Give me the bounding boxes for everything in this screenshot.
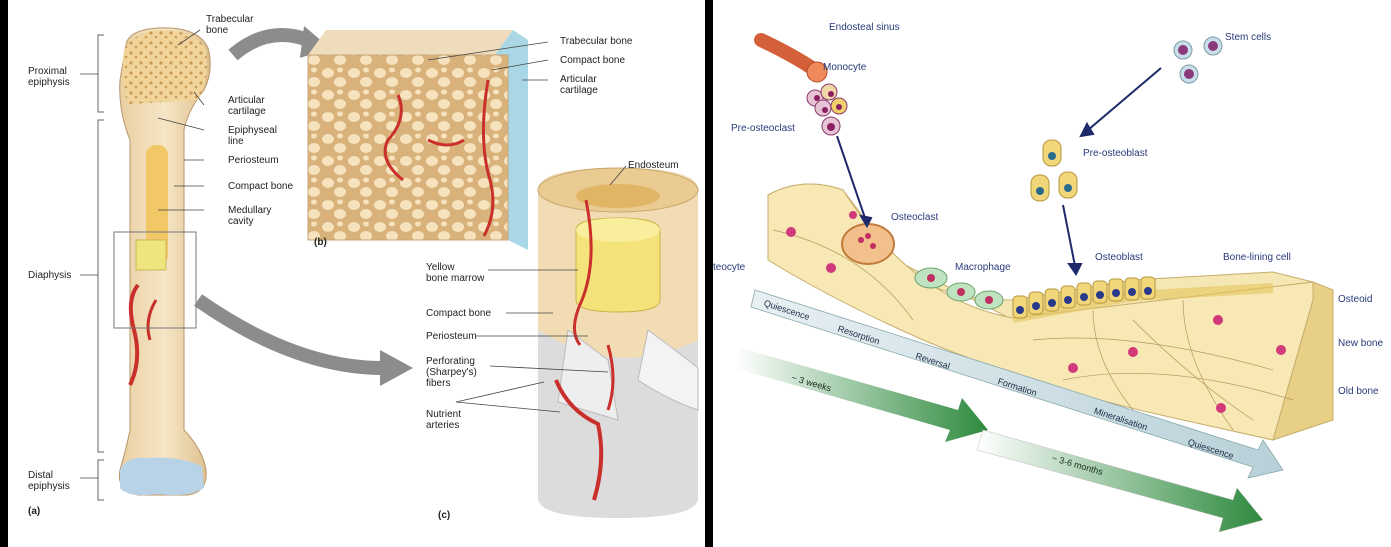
distal-bracket (98, 460, 104, 500)
label-trabecular-bone: Trabecular bone (206, 14, 253, 36)
label-compact-bone-b: Compact bone (560, 55, 625, 66)
label-periosteum-c: Periosteum (426, 331, 477, 342)
label-proximal-epiphysis: Proximal epiphysis (28, 66, 70, 88)
label-endosteal-sinus: Endosteal sinus (829, 22, 900, 33)
bone-remodeling-panel: Endosteal sinus Monocyte Pre-osteoclast … (713, 0, 1391, 547)
label-pre-osteoclast: Pre-osteoclast (731, 123, 795, 134)
marrow-cutout (136, 240, 166, 270)
arrow-to-b (233, 35, 308, 55)
label-bone-lining-cell: Bone-lining cell (1223, 252, 1291, 263)
label-monocyte: Monocyte (823, 62, 866, 73)
label-compact-bone: Compact bone (228, 181, 293, 192)
articular-cartilage-distal (120, 458, 204, 495)
label-macrophage: Macrophage (955, 262, 1011, 273)
label-pre-osteoblast: Pre-osteoblast (1083, 148, 1147, 159)
panel-label-a: (a) (28, 506, 40, 517)
bone-anatomy-illustration (8, 0, 705, 547)
label-osteocyte: teocyte (713, 262, 745, 273)
label-osteoid: Osteoid (1338, 294, 1372, 305)
panel-label-c: (c) (438, 510, 450, 521)
label-new-bone: New bone (1338, 338, 1383, 349)
label-old-bone: Old bone (1338, 386, 1379, 397)
label-yellow-bone-marrow: Yellow bone marrow (426, 262, 484, 284)
label-articular-cartilage: Articular cartilage (228, 95, 266, 117)
label-articular-cartilage-b: Articular cartilage (560, 74, 598, 96)
osteoclast-cell (842, 224, 894, 264)
label-osteoblast: Osteoblast (1095, 252, 1143, 263)
panel-label-b: (b) (314, 237, 327, 248)
arrow-to-c (198, 300, 388, 368)
label-medullary-cavity: Medullary cavity (228, 205, 271, 227)
trabecular-block (308, 55, 508, 240)
monocyte-cells (807, 84, 847, 135)
label-nutrient-arteries: Nutrient arteries (426, 409, 461, 431)
diaphysis-bracket (98, 120, 104, 452)
bone-remodeling-illustration (713, 0, 1391, 547)
label-trabecular-bone-b: Trabecular bone (560, 36, 632, 47)
label-compact-bone-c: Compact bone (426, 308, 491, 319)
label-periosteum: Periosteum (228, 155, 279, 166)
label-distal-epiphysis: Distal epiphysis (28, 470, 70, 492)
block-b-top (308, 30, 513, 55)
label-osteoclast: Osteoclast (891, 212, 938, 223)
label-epiphyseal-line: Epiphyseal line (228, 125, 277, 147)
endosteal-sinus-vessel (761, 40, 815, 70)
label-stem-cells: Stem cells (1225, 32, 1271, 43)
proximal-bracket (98, 35, 104, 112)
label-perforating-fibers: Perforating (Sharpey's) fibers (426, 356, 477, 389)
bone-anatomy-panel: Trabecular bone Proximal epiphysis Artic… (8, 0, 705, 547)
label-diaphysis: Diaphysis (28, 270, 71, 281)
stem-cells (1174, 37, 1222, 83)
label-endosteum: Endosteum (628, 160, 679, 171)
